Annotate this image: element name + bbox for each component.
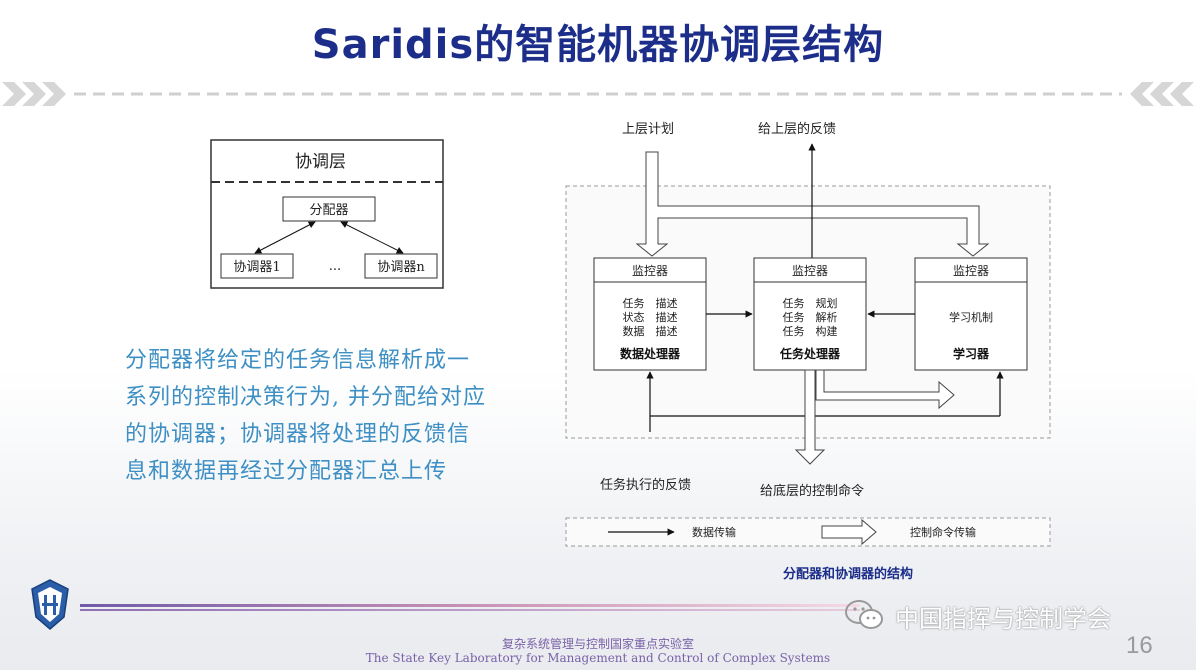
task-box-line: 任务 规划 (783, 296, 838, 310)
legend-control-label: 控制命令传输 (910, 525, 976, 539)
lower-command-hollow-arrow (794, 369, 826, 465)
footer-stripes (80, 604, 860, 611)
right-chevrons-icon (1130, 82, 1194, 106)
coordination-layer-diagram: 协调层 分配器 协调器1 ... 协调器n (210, 139, 444, 289)
dispatcher-coordinator-diagram: 上层计划 给上层的反馈 监控器 任务 描述 状态 描述 数据 描述 数据处理器 … (565, 121, 1051, 582)
coordinator-ellipsis: ... (329, 259, 341, 274)
upper-plan-label: 上层计划 (622, 122, 674, 137)
diagram-caption: 分配器和协调器的结构 (783, 566, 913, 582)
dispatcher-label: 分配器 (309, 203, 348, 218)
data-box-monitor: 监控器 (632, 264, 668, 278)
exec-feedback-label: 任务执行的反馈 (600, 477, 691, 493)
wechat-icon (845, 600, 883, 629)
layer-label: 协调层 (295, 152, 346, 172)
header-separator (2, 82, 1194, 106)
left-chevrons-icon (2, 82, 66, 106)
task-box-line: 任务 解析 (783, 310, 838, 324)
learn-box-monitor: 监控器 (953, 264, 989, 278)
description-line: 系列的控制决策行为, 并分配给对应 (125, 385, 486, 410)
lower-command-label: 给底层的控制命令 (760, 483, 864, 499)
task-box-line: 任务 构建 (783, 324, 838, 338)
data-box-line: 数据 描述 (623, 324, 678, 338)
task-box-name: 任务处理器 (779, 346, 841, 361)
legend-data-label: 数据传输 (692, 525, 736, 539)
lab-logo-icon (31, 579, 69, 630)
learn-box-name: 学习器 (953, 346, 990, 361)
legend-hollow-arrow-icon (821, 518, 877, 546)
learn-box-line: 学习机制 (949, 310, 993, 324)
data-box-line: 任务 描述 (623, 296, 678, 310)
page-number: 16 (1126, 632, 1153, 659)
data-box-line: 状态 描述 (623, 310, 678, 324)
description-paragraph: 分配器将给定的任务信息解析成一 系列的控制决策行为, 并分配给对应 的协调器；协… (125, 342, 545, 490)
description-line: 的协调器；协调器将处理的反馈信 (125, 422, 471, 447)
task-box-monitor: 监控器 (792, 264, 828, 278)
footer-cn: 复杂系统管理与控制国家重点实验室 (501, 637, 694, 651)
upper-feedback-label: 给上层的反馈 (758, 121, 836, 137)
coordinator-1-label: 协调器1 (233, 260, 280, 275)
data-box-name: 数据处理器 (620, 346, 681, 361)
description-line: 分配器将给定的任务信息解析成一 (125, 348, 471, 373)
task-to-learner-hollow-arrow (815, 369, 955, 410)
coordinator-n-label: 协调器n (377, 260, 425, 275)
description-line: 息和数据再经过分配器汇总上传 (125, 459, 448, 484)
page-title: Saridis的智能机器协调层结构 (311, 22, 885, 68)
footer-en: The State Key Laboratory for Management … (365, 651, 831, 665)
wechat-watermark: 中国指挥与控制学会 (895, 605, 1111, 633)
upper-plan-hollow-arrow (635, 151, 990, 257)
